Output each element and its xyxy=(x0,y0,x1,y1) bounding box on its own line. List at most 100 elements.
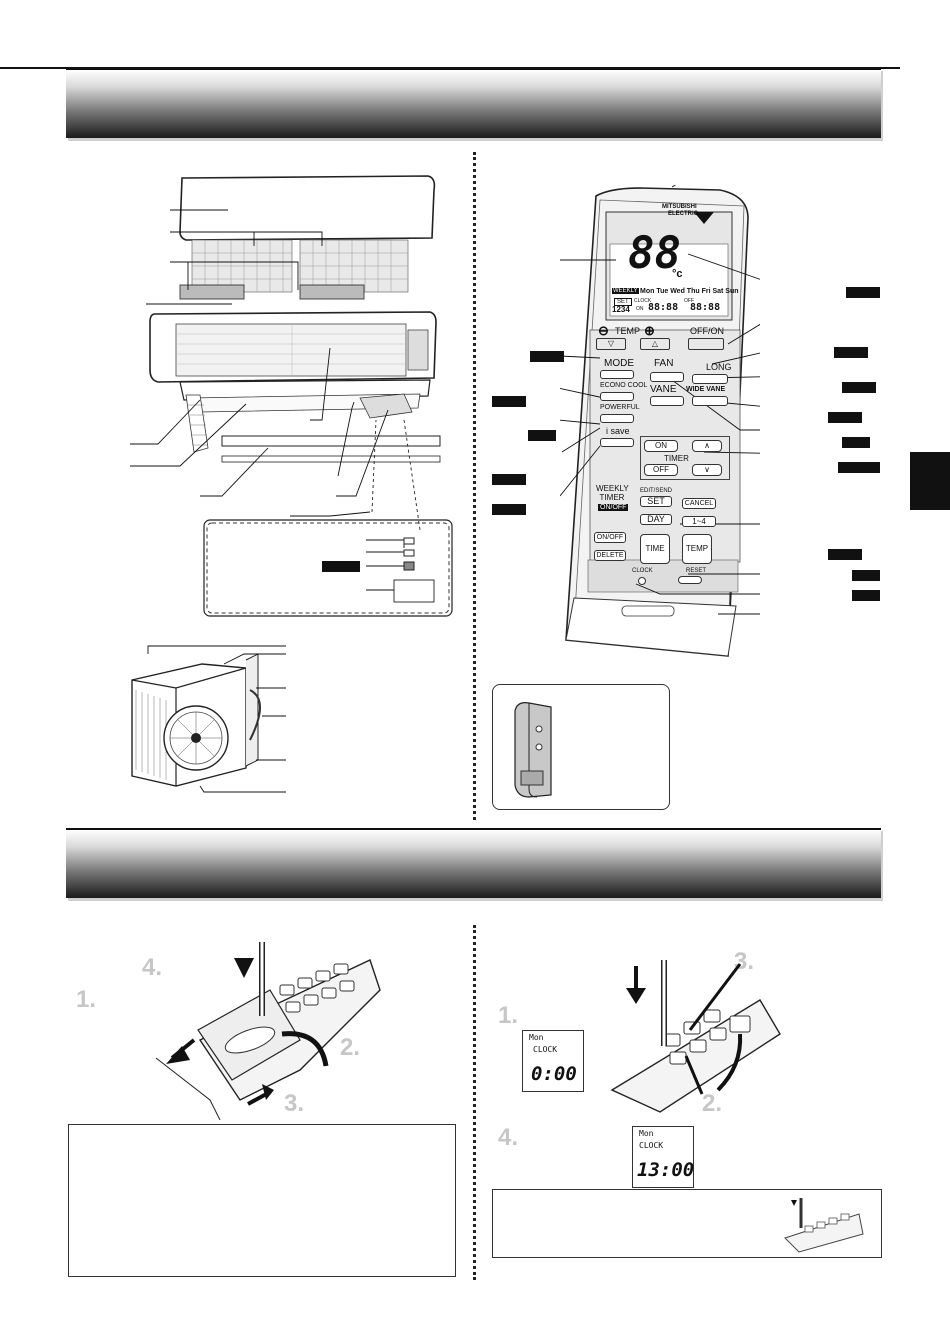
lcd-slots: 1234 xyxy=(612,305,630,314)
label-tag xyxy=(852,570,880,581)
battery-step-2: 2. xyxy=(340,1034,361,1061)
clock-note-box xyxy=(492,1189,882,1258)
label-tag xyxy=(492,504,526,515)
long-button[interactable] xyxy=(692,374,728,384)
section-header-parts xyxy=(66,68,881,138)
mode-button[interactable] xyxy=(600,370,634,379)
lcd-unit: °c xyxy=(672,268,683,280)
clock-lcd2-time: 13:00 xyxy=(637,1159,695,1181)
lcd-temperature: 88 xyxy=(628,228,681,279)
one-four-button[interactable]: 1~4 xyxy=(682,516,716,527)
label-tag xyxy=(322,561,360,572)
label-tag xyxy=(852,590,880,601)
label-tag xyxy=(828,412,862,423)
temp-up-button[interactable]: △ xyxy=(640,338,670,350)
cancel-button[interactable]: CANCEL xyxy=(682,498,716,509)
reset-label: RESET xyxy=(686,568,707,574)
weekly-onoff-button[interactable]: ON/OFF xyxy=(598,504,629,511)
reset-button[interactable] xyxy=(678,576,702,584)
section-header-preparation xyxy=(66,828,881,898)
timer-down-button[interactable]: ∨ xyxy=(692,464,722,476)
timer-up-button[interactable]: ∧ xyxy=(692,440,722,452)
remote-brand: MITSUBISHI ELECTRIC xyxy=(662,204,698,217)
offon-label: OFF/ON xyxy=(690,326,724,336)
outdoor-unit-diagram xyxy=(131,645,286,793)
timer-label: TIMER xyxy=(664,454,689,463)
day-button[interactable]: DAY xyxy=(640,514,672,525)
powerful-label: POWERFUL xyxy=(600,404,640,411)
label-tag xyxy=(834,347,868,358)
clock-button[interactable] xyxy=(638,577,646,585)
clock-lcd2-day: Mon xyxy=(639,1129,654,1138)
label-tag xyxy=(828,549,862,560)
label-tag xyxy=(842,382,876,393)
lcd-set: SET xyxy=(614,298,632,306)
temp-minus-icon[interactable]: ⊖ xyxy=(598,323,609,338)
delete-button[interactable]: DELETE xyxy=(594,550,626,561)
clock-lcd-set: Mon CLOCK 13:00 xyxy=(632,1126,694,1188)
powerful-button[interactable] xyxy=(600,414,634,423)
lcd-time-off: 88:88 xyxy=(690,302,721,313)
editsend-label: EDIT/SEND xyxy=(640,488,673,494)
widevane-label: WIDE VANE xyxy=(686,386,726,393)
label-tag xyxy=(530,351,564,362)
indoor-unit-diagram xyxy=(130,175,453,617)
vane-label: VANE xyxy=(650,384,677,395)
lcd-time-on: 88:88 xyxy=(648,302,679,313)
temp-plus-icon[interactable]: ⊕ xyxy=(644,323,655,338)
fan-button[interactable] xyxy=(650,372,684,382)
econo-button[interactable] xyxy=(600,392,634,401)
remote-mini-icon xyxy=(784,1198,864,1253)
remote-holder-icon xyxy=(514,702,552,798)
battery-step-1: 1. xyxy=(76,986,97,1013)
clock-lcd2-label: CLOCK xyxy=(639,1141,664,1150)
offon-button[interactable] xyxy=(688,338,724,350)
lcd-clock: CLOCK xyxy=(634,298,652,304)
remote-holder-box xyxy=(492,684,670,810)
battery-diagram xyxy=(155,942,381,1120)
clock-step-2: 2. xyxy=(702,1090,723,1117)
chapter-tab xyxy=(910,452,950,510)
clock-label: CLOCK xyxy=(632,568,653,574)
lcd-on: ON xyxy=(636,306,644,312)
long-label: LONG xyxy=(706,362,732,372)
lcd-weekly: WEEKLY xyxy=(612,288,639,294)
clock-lcd1-label: CLOCK xyxy=(533,1045,558,1054)
clock-lcd-blinking: Mon CLOCK 0:00 xyxy=(522,1030,584,1092)
onoff-button[interactable]: ON/OFF xyxy=(594,532,626,543)
timer-group xyxy=(640,436,730,480)
vane-button[interactable] xyxy=(650,396,684,406)
clock-step-4: 4. xyxy=(498,1124,519,1151)
label-tag xyxy=(842,437,870,448)
isave-label: i save xyxy=(606,426,630,436)
label-tag xyxy=(492,396,526,407)
timer-on-button[interactable]: ON xyxy=(644,440,678,452)
divider-upper xyxy=(473,152,476,820)
clock-step-3: 3. xyxy=(734,948,755,975)
fan-label: FAN xyxy=(654,358,674,369)
mode-label: MODE xyxy=(604,358,634,369)
time-button[interactable]: TIME xyxy=(640,534,670,564)
battery-step-4: 4. xyxy=(142,954,163,981)
battery-step-3: 3. xyxy=(284,1090,305,1117)
temp-label: TEMP xyxy=(615,326,641,336)
set-button[interactable]: SET xyxy=(640,496,672,507)
temp-down-button[interactable]: ▽ xyxy=(596,338,626,350)
battery-note-box xyxy=(68,1124,456,1277)
divider-lower xyxy=(473,925,476,1280)
widevane-button[interactable] xyxy=(692,396,728,406)
label-tag xyxy=(528,430,556,441)
timer-off-button[interactable]: OFF xyxy=(644,464,678,476)
isave-button[interactable] xyxy=(600,438,634,447)
clock-step-1: 1. xyxy=(498,1002,519,1029)
temp-set-button[interactable]: TEMP xyxy=(682,534,712,564)
label-tag xyxy=(838,462,880,473)
clock-lcd1-time: 0:00 xyxy=(531,1063,577,1085)
weekly-timer-label: WEEKLY TIMER xyxy=(596,484,629,502)
econo-label: ECONO COOL xyxy=(600,382,648,389)
label-tag xyxy=(492,474,526,485)
lcd-off: OFF xyxy=(684,298,694,304)
label-tag xyxy=(846,287,880,298)
clock-lcd1-day: Mon xyxy=(529,1033,544,1042)
clock-setting-diagram xyxy=(610,960,781,1113)
